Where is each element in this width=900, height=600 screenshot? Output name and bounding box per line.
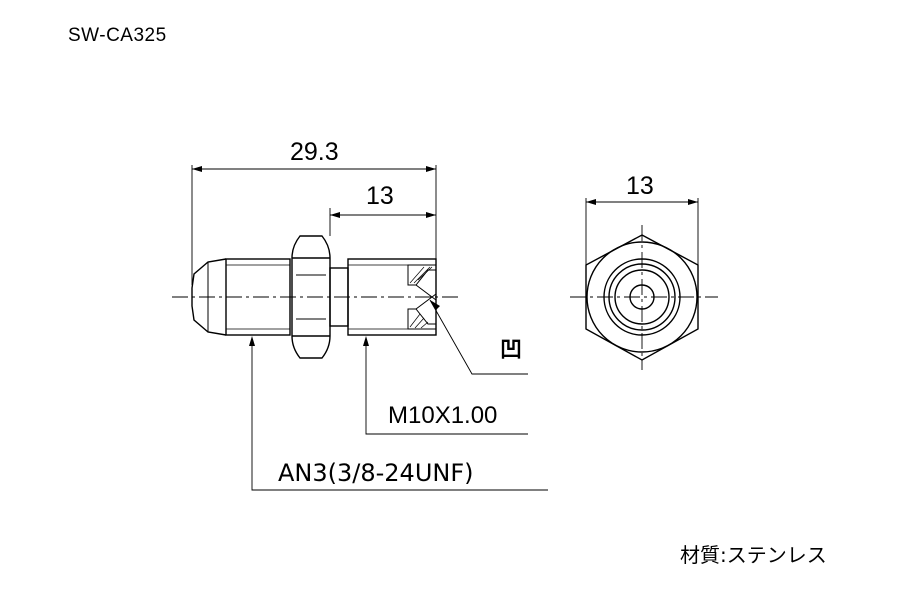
countersink-line-bottom: [415, 293, 437, 310]
thread-minor-circle: [608, 263, 676, 331]
countersink-circle: [614, 269, 670, 325]
an3-thread-body: [225, 258, 291, 336]
section-hatch-area-bottom: [407, 308, 437, 330]
section-hatch-area-top: [407, 264, 437, 286]
m10-thread-body: [347, 258, 437, 336]
side-view: [172, 165, 548, 491]
surface-symbol: 凹: [500, 338, 523, 363]
part-code: SW-CA325: [68, 25, 167, 46]
countersink-line-top: [415, 284, 437, 301]
arrow-hex-right: [688, 199, 698, 205]
section-hatching: [409, 266, 433, 329]
arrow-hex-left: [586, 199, 596, 205]
callout-outer-thread: AN3(3/8-24UNF): [278, 459, 474, 487]
arrow-body-right: [426, 212, 436, 218]
leader-an3: [251, 340, 548, 491]
arrow-overall-right: [426, 166, 436, 172]
material-label: 材質:ステンレス: [680, 543, 827, 567]
leader-m10: [365, 340, 528, 435]
end-view: [570, 198, 718, 370]
dimension-body-length: 13: [366, 182, 394, 210]
thread-major-circle: [603, 258, 681, 336]
dimension-overall-length: 29.3: [290, 138, 339, 166]
nose-outline: [191, 258, 227, 336]
callout-inner-thread: M10X1.00: [388, 402, 498, 429]
arrow-an3: [249, 336, 255, 346]
arrow-body-left: [330, 212, 340, 218]
hex-nut-outline: [291, 235, 331, 359]
dimension-hex-width: 13: [626, 172, 654, 200]
bore-circle: [629, 284, 655, 310]
arrow-surface: [430, 300, 440, 310]
leader-surface: [429, 299, 528, 375]
arrow-overall-left: [192, 166, 202, 172]
hex-chamfer-circle: [586, 241, 698, 353]
arrow-m10: [363, 336, 369, 346]
